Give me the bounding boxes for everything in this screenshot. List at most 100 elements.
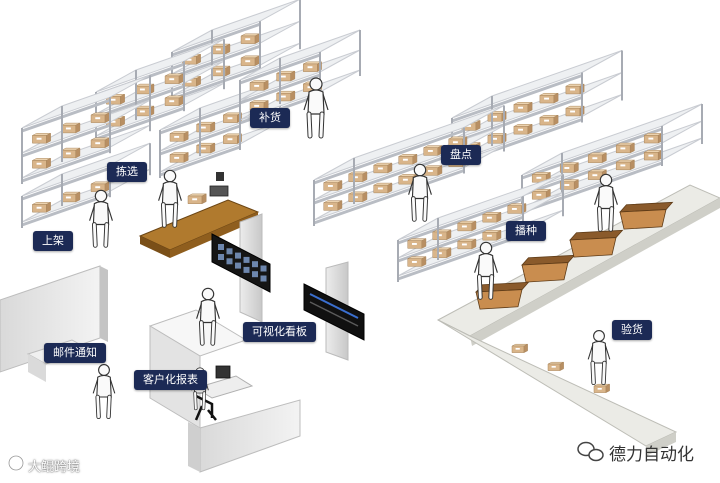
box-label <box>174 135 180 138</box>
dashboard-tile <box>235 262 241 269</box>
box-side <box>387 162 393 174</box>
box-side <box>362 171 368 183</box>
box-label <box>65 152 71 155</box>
label-verify: 验货 <box>612 320 652 340</box>
box-label <box>110 120 116 123</box>
label-sow: 播种 <box>506 221 546 241</box>
box-label <box>245 60 251 63</box>
box-label <box>307 86 313 89</box>
worker-head <box>98 364 110 376</box>
box-label <box>227 138 233 141</box>
box-label <box>139 110 145 113</box>
wechat-bubble-b <box>588 448 604 462</box>
box-label <box>110 98 116 101</box>
box-label <box>551 365 556 368</box>
shelf-beam <box>21 192 111 227</box>
worker-head <box>309 77 323 91</box>
box-label <box>169 100 175 103</box>
box-label <box>215 70 221 73</box>
box-side <box>337 200 343 211</box>
watermark-icons <box>8 441 604 471</box>
box-label <box>65 196 71 199</box>
worker-legs-fill <box>199 321 216 345</box>
worker-arms <box>408 179 432 195</box>
worker-arms <box>303 93 329 111</box>
box-label <box>564 167 570 169</box>
worker-figure <box>408 163 432 222</box>
wechat-icon <box>577 441 604 462</box>
box-side <box>605 383 610 394</box>
shelf-beam <box>171 22 261 57</box>
box-side <box>225 65 231 77</box>
box-side <box>553 92 559 104</box>
box-label <box>377 187 383 190</box>
box-label <box>192 198 198 201</box>
box-side <box>75 191 81 203</box>
worker-body <box>92 201 110 226</box>
box-label <box>307 66 313 69</box>
workbench-scale <box>209 185 229 197</box>
box-label <box>200 126 206 129</box>
box-label <box>466 124 471 127</box>
worker-head <box>599 173 613 187</box>
worker-figure <box>196 287 220 346</box>
dashboard-tile <box>218 254 224 260</box>
box-side <box>446 229 452 241</box>
box-label <box>518 106 523 109</box>
box-side <box>183 152 189 163</box>
box-side <box>46 132 51 144</box>
conveyor-upper-edge <box>470 198 720 346</box>
box-side <box>471 238 477 250</box>
worker-legs-fill <box>411 197 428 221</box>
box-label <box>648 154 654 157</box>
box-label <box>169 78 175 81</box>
box-label <box>492 115 497 118</box>
shelf-unit <box>95 38 225 142</box>
worker-legs-fill <box>96 395 111 419</box>
box-label <box>518 128 523 131</box>
worker-figure <box>89 189 113 248</box>
dashboard-tile <box>243 256 250 263</box>
worker-head <box>163 169 177 183</box>
box-label <box>461 225 467 228</box>
box-label <box>254 104 260 107</box>
box-side <box>120 115 125 127</box>
watermark-left-brand: 大鲲跨境 <box>28 460 81 475</box>
shelf-beam <box>397 215 524 263</box>
box-label <box>36 137 42 140</box>
sorting-totes <box>475 201 674 310</box>
box-label <box>411 260 417 263</box>
wall-office-front <box>199 399 301 473</box>
box-side <box>290 70 296 82</box>
workers <box>89 77 618 420</box>
shelf-beam <box>21 123 111 158</box>
box-label <box>254 84 260 87</box>
box-label <box>536 193 542 196</box>
box-side <box>210 142 216 154</box>
box-side <box>446 247 452 259</box>
box-side <box>471 220 477 232</box>
box-label <box>139 88 145 91</box>
watermark-wechat-account: 德力自动化 <box>609 445 694 465</box>
label-mail-notify: 邮件通知 <box>44 343 106 363</box>
box-label <box>200 147 206 150</box>
conveyor-lower-edge <box>646 432 676 456</box>
box-side <box>573 162 579 173</box>
box-label <box>592 157 598 160</box>
box-side <box>553 114 559 126</box>
label-custom-report: 客户化报表 <box>134 370 207 390</box>
box-side <box>46 157 51 169</box>
brand-logo-icon <box>8 455 24 471</box>
box-label <box>402 158 408 161</box>
box-label <box>186 58 192 61</box>
box-side <box>527 101 533 113</box>
worker-body <box>411 175 429 200</box>
worker-arms <box>89 205 113 221</box>
shelf-beam <box>171 44 261 79</box>
box-label <box>620 164 626 167</box>
box-label <box>436 234 442 237</box>
box-side <box>601 152 607 164</box>
dashboard-tile <box>260 265 267 272</box>
tote-front <box>521 262 569 283</box>
